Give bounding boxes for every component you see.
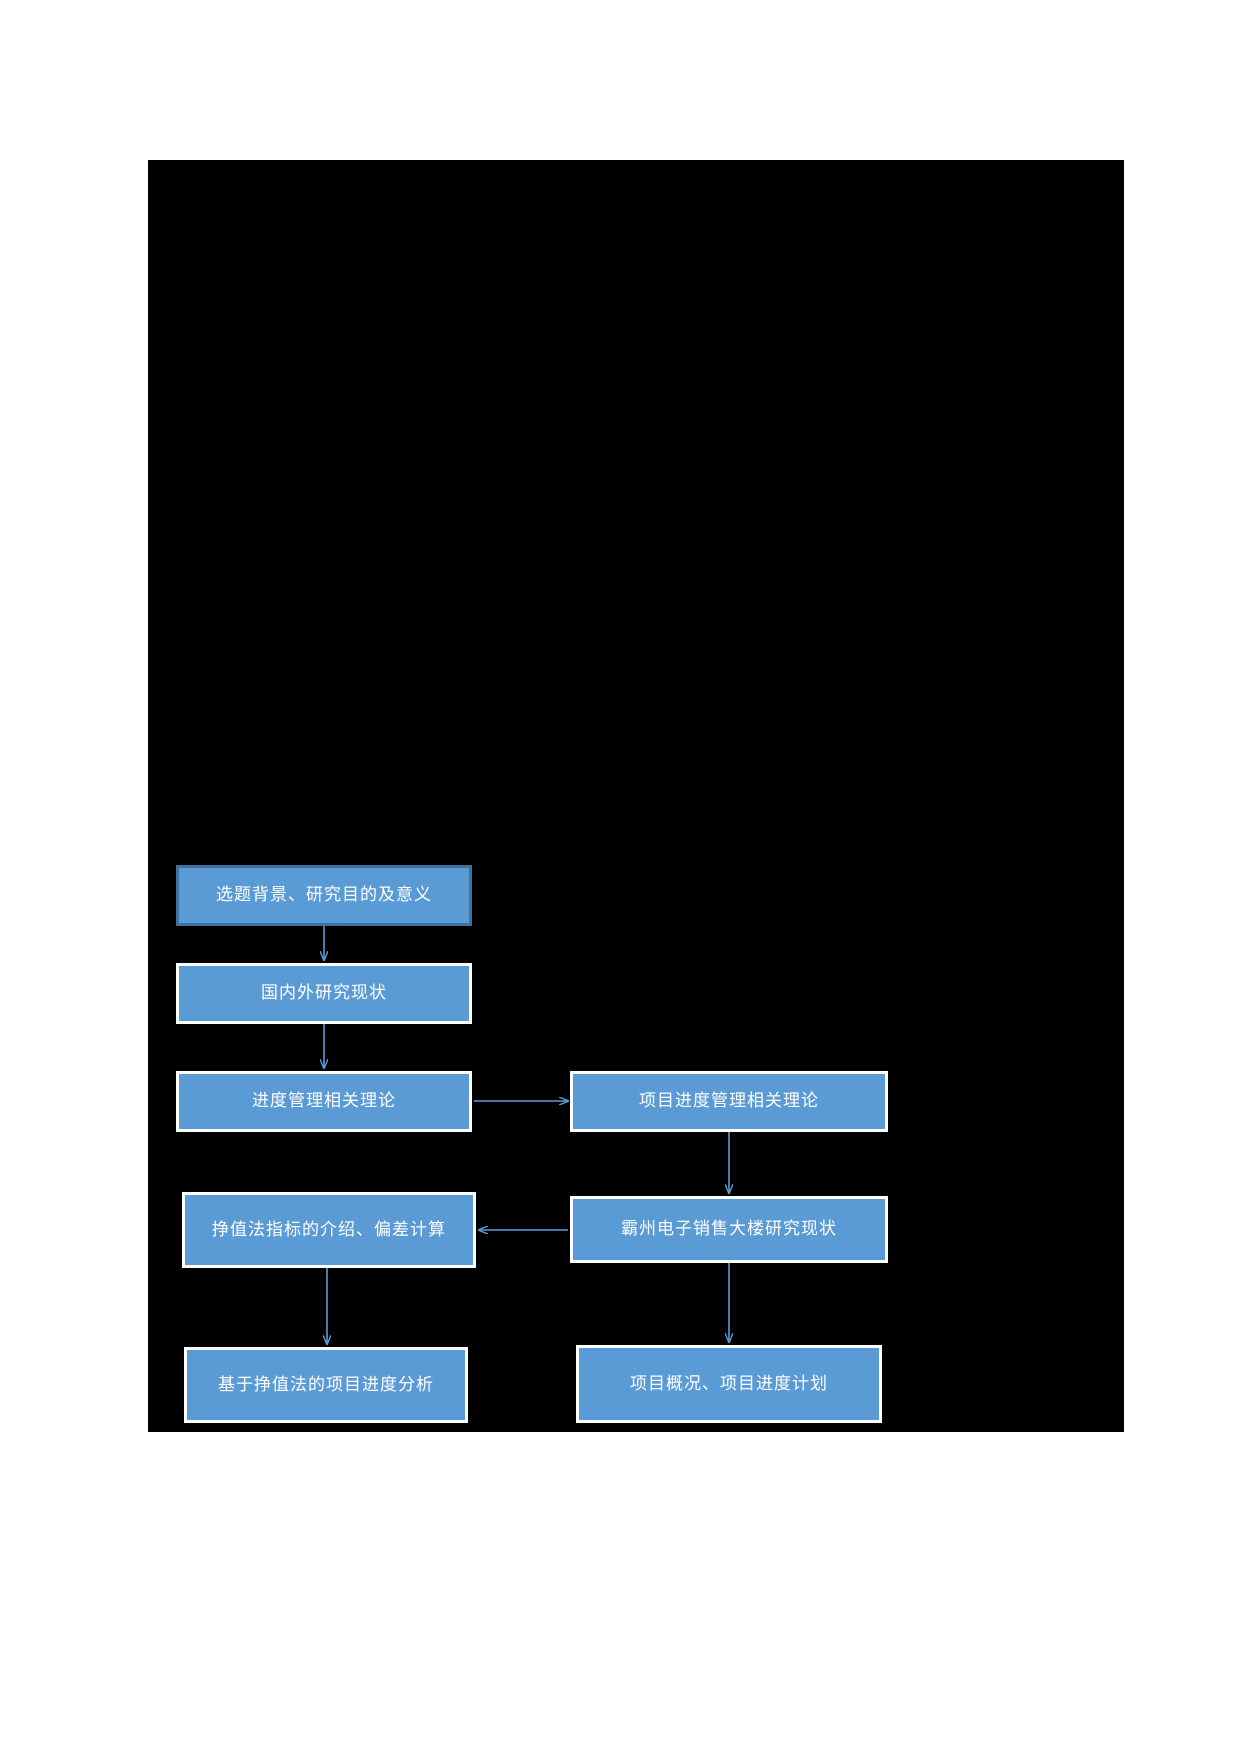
- flowchart-node-label: 进度管理相关理论: [252, 1091, 396, 1111]
- flowchart-node-topic-background[interactable]: 选题背景、研究目的及意义: [176, 865, 472, 926]
- flowchart-node-research-status[interactable]: 国内外研究现状: [176, 963, 472, 1024]
- flowchart-node-label: 选题背景、研究目的及意义: [216, 885, 432, 905]
- flowchart-node-label: 项目概况、项目进度计划: [630, 1373, 828, 1393]
- flowchart-node-bazhou-building-status[interactable]: 霸州电子销售大楼研究现状: [570, 1196, 888, 1263]
- flowchart-node-label: 项目进度管理相关理论: [639, 1091, 819, 1111]
- flowchart-node-schedule-theory[interactable]: 进度管理相关理论: [176, 1071, 472, 1132]
- flowchart-node-evm-indicators[interactable]: 挣值法指标的介绍、偏差计算: [182, 1192, 476, 1268]
- flowchart-node-label: 挣值法指标的介绍、偏差计算: [212, 1219, 446, 1239]
- flowchart-node-label: 基于挣值法的项目进度分析: [218, 1374, 434, 1394]
- flowchart-node-project-overview-plan[interactable]: 项目概况、项目进度计划: [576, 1345, 882, 1423]
- flowchart-node-evm-progress-analysis[interactable]: 基于挣值法的项目进度分析: [184, 1347, 468, 1423]
- flowchart-node-project-schedule-theory[interactable]: 项目进度管理相关理论: [570, 1071, 888, 1132]
- flowchart-node-label: 国内外研究现状: [261, 983, 387, 1003]
- flowchart-node-label: 霸州电子销售大楼研究现状: [621, 1219, 837, 1239]
